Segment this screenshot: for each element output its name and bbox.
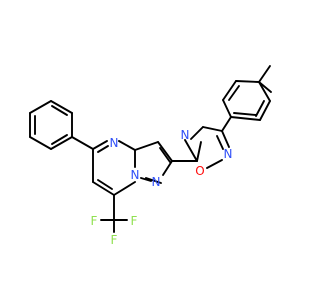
bond <box>51 105 68 116</box>
bond <box>184 139 198 162</box>
bond <box>97 179 113 190</box>
bond <box>235 80 260 83</box>
bond <box>29 100 52 114</box>
bond <box>230 116 261 121</box>
atom-label-fluorine: F <box>111 233 118 247</box>
bond <box>140 177 152 182</box>
bond <box>221 116 232 132</box>
bond <box>206 159 223 169</box>
bond <box>50 100 73 114</box>
bond <box>255 100 265 117</box>
bond <box>190 126 204 140</box>
bond <box>196 141 202 162</box>
atom-label-oxygen: O <box>195 164 204 178</box>
bond <box>50 136 73 150</box>
bond <box>258 81 271 102</box>
atom-labels: N N N N O N F F F <box>91 128 233 247</box>
bond <box>202 126 223 132</box>
bond <box>29 136 52 150</box>
bond <box>222 99 232 118</box>
bond <box>258 81 272 93</box>
bond <box>216 135 224 150</box>
bond <box>259 100 271 121</box>
bond <box>118 140 136 151</box>
bond <box>221 130 230 148</box>
atom-label-nitrogen: N <box>131 168 140 182</box>
bond <box>134 141 159 151</box>
bond <box>157 141 173 162</box>
bond <box>97 145 109 153</box>
bond <box>162 160 173 176</box>
atom-label-fluorine: F <box>91 214 98 228</box>
atom-label-nitrogen: N <box>181 128 190 142</box>
bond <box>228 85 240 101</box>
bond <box>258 65 271 83</box>
atom-label-nitrogen: N <box>110 136 119 150</box>
bond <box>145 177 162 184</box>
molecule-structure-diagram: N N N N O N F F F <box>29 65 272 247</box>
bond <box>71 136 94 150</box>
bond <box>51 134 68 145</box>
bonds <box>29 65 272 233</box>
atom-label-nitrogen: N <box>224 147 233 161</box>
bond <box>222 80 237 101</box>
atom-label-fluorine: F <box>131 214 138 228</box>
bond <box>113 181 136 196</box>
bond <box>159 147 171 163</box>
bond <box>92 140 108 150</box>
atom-label-nitrogen: N <box>152 175 161 189</box>
bond <box>233 112 257 116</box>
bond <box>92 181 115 196</box>
